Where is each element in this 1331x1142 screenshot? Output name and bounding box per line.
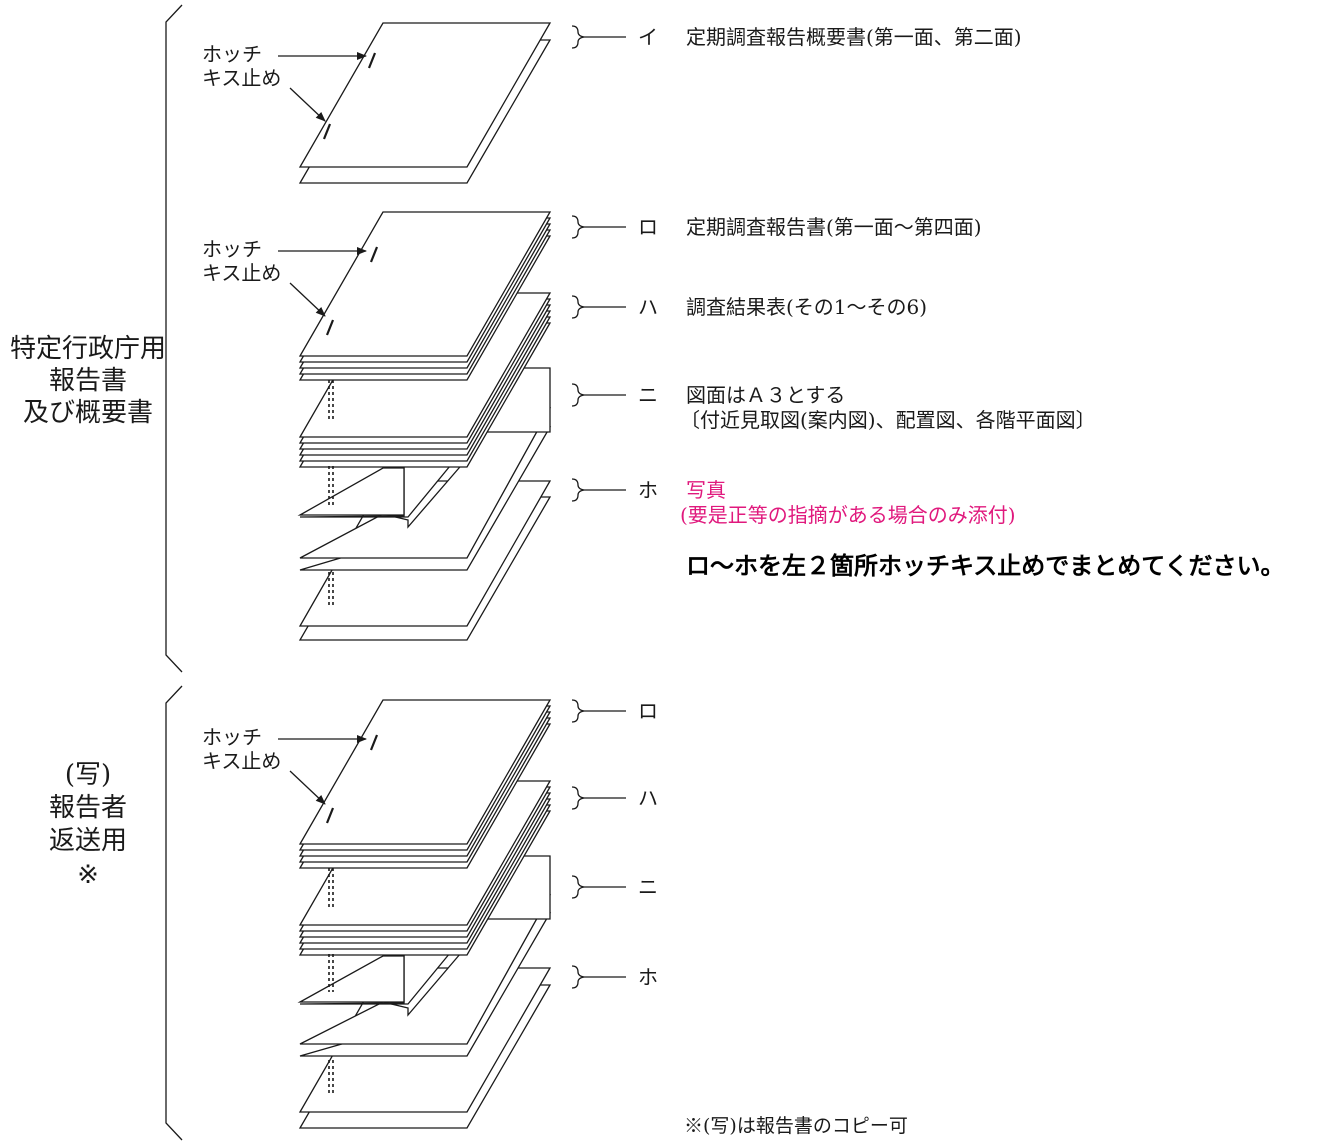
item-ni-line1: 図面はＡ３とする xyxy=(686,383,845,407)
item-i-title: 定期調査報告概要書(第一面、第二面) xyxy=(686,25,1022,49)
group-label-original-line2: 報告書 xyxy=(49,366,127,396)
group-label-original: 特定行政庁用 報告書 及び概要書 xyxy=(10,334,166,428)
staple-arrow-2b xyxy=(289,282,326,317)
group-label-original-line3: 及び概要書 xyxy=(23,398,153,428)
item-list-top: イ 定期調査報告概要書(第一面、第二面) ロ 定期調査報告書(第一面～第四面) … xyxy=(571,25,1096,527)
staple-label-1-line2: キス止め xyxy=(202,66,281,90)
stack-ro-ho-copy xyxy=(297,699,552,1129)
stack-i-summary xyxy=(298,22,552,184)
staple-label-3: ホッチ キス止め xyxy=(202,725,367,805)
item-ro-title: 定期調査報告書(第一面～第四面) xyxy=(686,215,982,239)
item-ni: ニ 図面はＡ３とする 〔付近見取図(案内図)、配置図、各階平面図〕 xyxy=(571,383,1096,432)
item-copy-ha: ハ xyxy=(571,786,658,810)
group-label-original-line1: 特定行政庁用 xyxy=(10,334,166,364)
staple-label-2-line1: ホッチ xyxy=(202,237,262,261)
instruction-text: ロ～ホを左２箇所ホッチキス止めでまとめてください。 xyxy=(686,552,1285,580)
staple-label-3-line2: キス止め xyxy=(202,749,281,773)
item-ro-key: ロ xyxy=(638,215,658,239)
item-ha-key: ハ xyxy=(638,295,658,319)
group-label-copy-line2: 報告者 xyxy=(49,793,127,823)
item-i-key: イ xyxy=(638,25,658,49)
item-copy-ho: ホ xyxy=(571,965,658,989)
item-ha: ハ 調査結果表(その1～その6) xyxy=(571,295,927,319)
staple-arrow-1b xyxy=(289,87,326,122)
item-copy-ro-key: ロ xyxy=(638,699,658,723)
staple-label-1-line1: ホッチ xyxy=(202,42,262,66)
group-label-copy-line3: 返送用 xyxy=(49,826,127,856)
staple-label-2-line2: キス止め xyxy=(202,261,281,285)
item-ha-title: 調査結果表(その1～その6) xyxy=(686,295,927,319)
item-ho-key: ホ xyxy=(638,478,658,502)
item-copy-ni-key: ニ xyxy=(638,875,658,899)
group-brace-copy xyxy=(165,685,183,1141)
staple-arrow-3b xyxy=(289,770,326,805)
footnote: ※(写)は報告書のコピー可 xyxy=(684,1115,908,1137)
item-i: イ 定期調査報告概要書(第一面、第二面) xyxy=(571,25,1022,49)
item-ni-line2: 〔付近見取図(案内図)、配置図、各階平面図〕 xyxy=(680,408,1096,432)
staple-label-1: ホッチ キス止め xyxy=(202,42,367,122)
item-ro: ロ 定期調査報告書(第一面～第四面) xyxy=(571,215,982,239)
staple-label-2: ホッチ キス止め xyxy=(202,237,367,317)
item-ni-key: ニ xyxy=(638,383,658,407)
staple-label-3-line1: ホッチ xyxy=(202,725,262,749)
group-label-copy-line4: ※ xyxy=(77,860,99,890)
stack-ro-ho-original xyxy=(297,211,552,641)
item-copy-ni: ニ xyxy=(571,875,658,899)
item-copy-ho-key: ホ xyxy=(638,965,658,989)
item-copy-ro: ロ xyxy=(571,699,658,723)
group-label-copy: (写) 報告者 返送用 ※ xyxy=(49,760,127,890)
item-list-bottom: ロ ハ ニ ホ xyxy=(571,699,658,989)
group-brace-original xyxy=(165,4,183,673)
item-ho: ホ 写真 (要是正等の指摘がある場合のみ添付) xyxy=(571,478,1016,527)
item-ho-line1: 写真 xyxy=(686,478,726,502)
item-ho-line2: (要是正等の指摘がある場合のみ添付) xyxy=(680,503,1016,527)
group-label-copy-line1: (写) xyxy=(65,760,111,790)
item-copy-ha-key: ハ xyxy=(638,786,658,810)
